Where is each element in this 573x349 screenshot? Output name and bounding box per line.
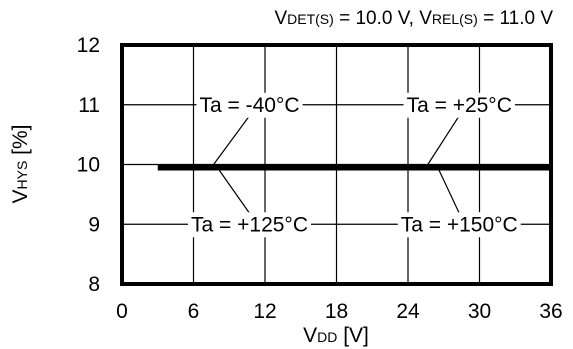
annotation-bg-2 [188, 212, 312, 238]
annotation-leader-2 [216, 167, 250, 214]
x-axis-label: VDD [V] [303, 324, 369, 347]
x-tick-label: 36 [539, 300, 562, 323]
annotation-bg-1 [403, 92, 515, 118]
y-tick-label: 11 [78, 94, 100, 117]
y-axis-label: VHYS [%] [9, 125, 32, 204]
y-tick-label: 9 [88, 213, 100, 236]
annotations: Ta = -40°C Ta = +25°C Ta = +125°C Ta = +150… [188, 92, 521, 238]
annotation-label-2: Ta = +125°C [191, 213, 308, 236]
annotation-bg-3 [397, 212, 521, 238]
plot-frame [120, 43, 553, 286]
x-tick-label: 6 [188, 300, 200, 323]
x-tick-labels: 0 6 12 18 24 30 36 [116, 300, 563, 323]
annotation-leader-0 [210, 115, 250, 168]
x-tick-label: 0 [116, 300, 128, 323]
x-tick-label: 24 [396, 300, 420, 323]
annotation-label-1: Ta = +25°C [407, 94, 512, 117]
annotation-leader-3 [437, 167, 460, 214]
y-tick-label: 8 [88, 273, 100, 296]
annotation-label-3: Ta = +150°C [401, 213, 518, 236]
annotation-label-0: Ta = -40°C [199, 94, 299, 117]
x-tick-label: 18 [325, 300, 348, 323]
y-tick-label: 12 [77, 34, 100, 57]
x-tick-label: 30 [468, 300, 491, 323]
annotation-leader-1 [425, 115, 460, 168]
x-tick-label: 12 [253, 300, 276, 323]
annotation-bg-0 [196, 92, 303, 118]
y-tick-label: 10 [77, 154, 100, 177]
condition-label: VDET(S) = 10.0 V, VREL(S) = 11.0 V [274, 8, 553, 29]
y-tick-labels: 8 9 10 11 12 [77, 34, 100, 296]
